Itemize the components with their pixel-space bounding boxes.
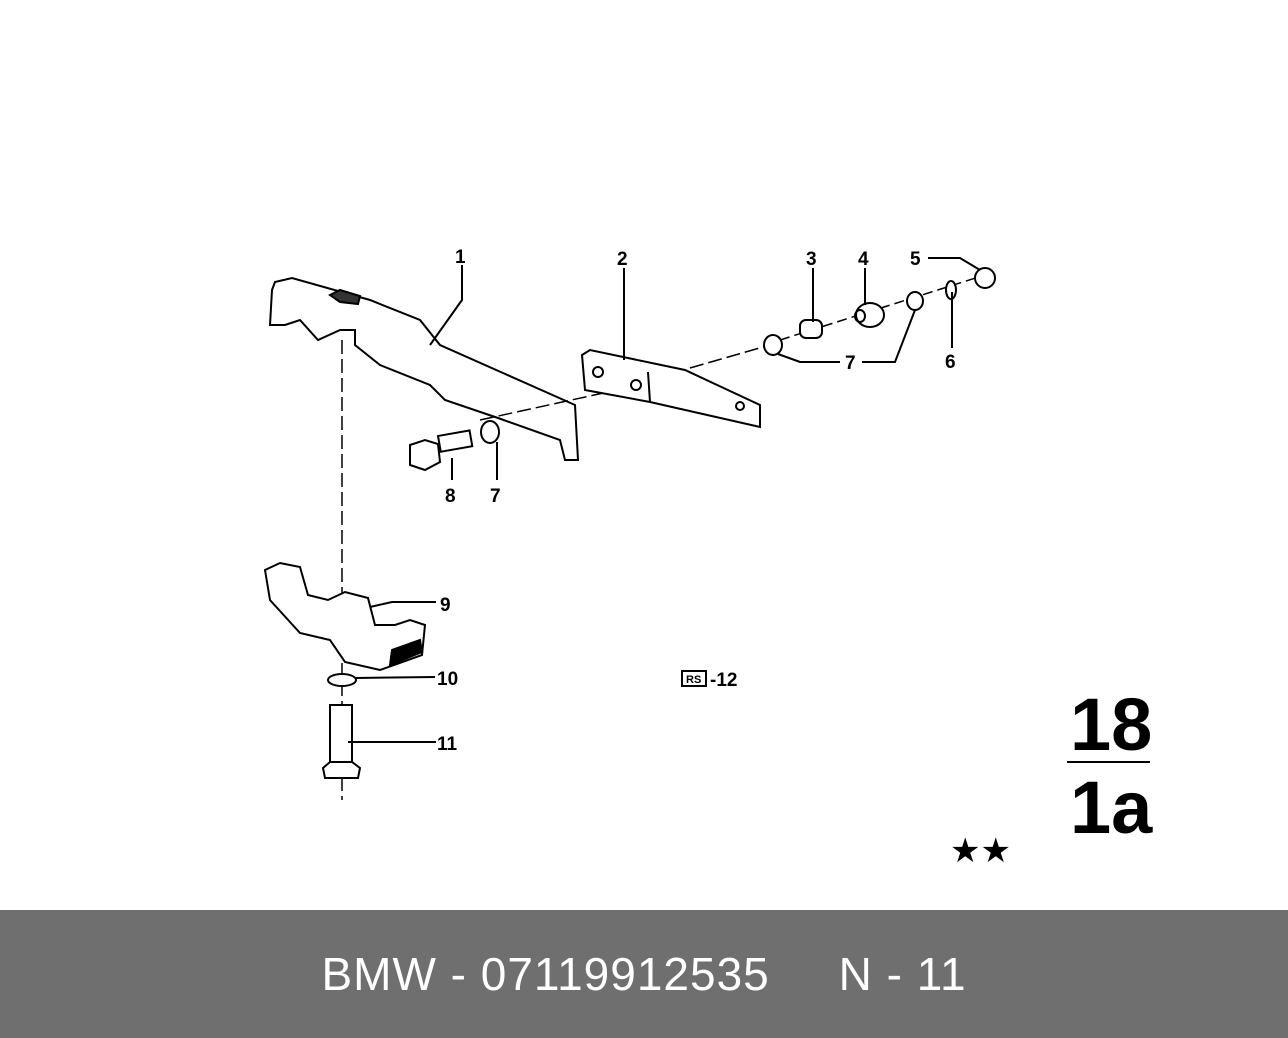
callout-4: 4 [858, 249, 869, 270]
callout-9: 9 [440, 595, 451, 616]
callout-1: 1 [455, 247, 466, 268]
plate-hole [630, 379, 642, 391]
bracket-square-nut [328, 288, 362, 306]
reference-suffix: -12 [710, 670, 737, 691]
callout-11: 11 [437, 734, 458, 755]
part-number: 07119912535 [480, 948, 770, 1000]
brand: BMW [321, 948, 437, 1000]
group-sub: 1a [1070, 766, 1153, 849]
callout-5: 5 [910, 249, 921, 270]
callout-10: 10 [437, 669, 458, 690]
callout-3: 3 [806, 249, 817, 270]
callout-2: 2 [617, 249, 628, 270]
part-7-washer [906, 291, 924, 311]
part-11-bolt-head [321, 761, 362, 779]
position: N - 11 [838, 948, 967, 1000]
part-5-nut [974, 267, 996, 289]
callout-8: 8 [445, 486, 456, 507]
part-9-clamp [263, 561, 427, 672]
stars: ★★ [950, 832, 1011, 870]
footer-bar: BMW - 07119912535 N - 11 [0, 910, 1288, 1038]
leader-line [429, 265, 463, 346]
parts-diagram: 1 2 3 4 5 6 7 7 8 9 10 11 RS -12 18 1a ★… [263, 247, 1153, 870]
leader-line [928, 257, 981, 271]
callout-7: 7 [490, 486, 501, 507]
part-1-bracket [268, 276, 580, 461]
centerline [689, 344, 771, 369]
group-number: 18 [1070, 683, 1152, 766]
plate-hole [735, 401, 745, 411]
part-7-washer [480, 420, 500, 444]
part-8-bolt-shank [436, 429, 474, 453]
leader-line [862, 309, 916, 363]
callout-6: 6 [945, 352, 956, 373]
leader-line [777, 353, 840, 363]
part-11-bolt [329, 704, 353, 766]
part-3-sleeve [799, 319, 823, 339]
reference-box [681, 670, 707, 687]
plate-hole [592, 366, 604, 378]
part-10-washer [327, 673, 357, 687]
callout-7: 7 [845, 353, 856, 374]
part-2-plate [580, 348, 761, 429]
part-4-bushing [855, 302, 885, 328]
part-8-bolt [409, 438, 442, 472]
separator: - [436, 948, 481, 1000]
spacer [770, 947, 839, 1001]
leader-line [355, 676, 436, 679]
reference-code: RS [686, 674, 701, 686]
part-7-washer [763, 334, 783, 356]
leader-line [369, 601, 436, 608]
